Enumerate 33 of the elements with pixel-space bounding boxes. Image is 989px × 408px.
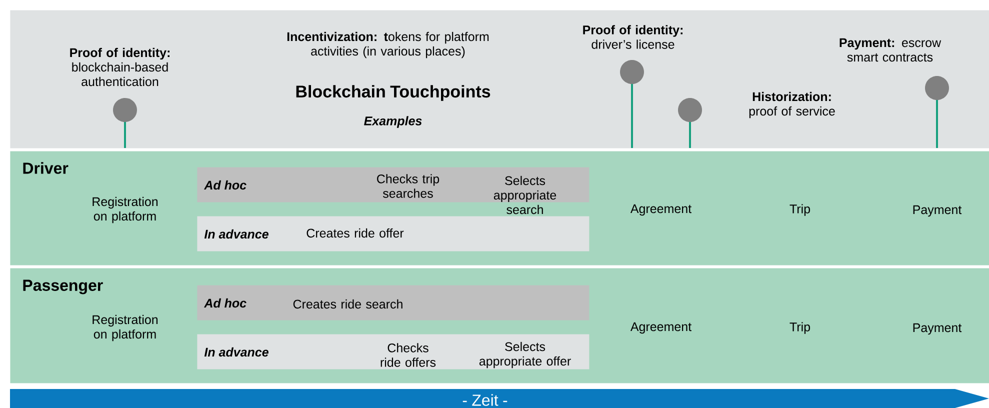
option-bar <box>197 285 590 320</box>
touchpoint-label: Proof of identity: blockchain-based authentication <box>70 48 170 86</box>
step-label: Registration on platform <box>92 314 158 342</box>
step-label: Creates ride offer <box>306 228 404 238</box>
option-bar <box>197 216 590 252</box>
band-title: Blockchain Touchpoints <box>296 85 490 101</box>
step-label: Registration on platform <box>92 196 158 224</box>
lane-title: Passenger <box>23 280 103 294</box>
step-label: Checks trip searches <box>377 174 440 198</box>
option-bar <box>197 167 590 214</box>
touchpoint-label: Historization: proof of service <box>749 92 835 118</box>
option-title: In advance <box>204 229 268 239</box>
step-label: Payment <box>913 205 962 217</box>
option-title: Ad hoc <box>204 298 246 308</box>
timeline-label: - Zeit - <box>462 394 508 406</box>
touchpoint-label: Incentivization: tokens for platform activities (in various places) <box>287 32 489 58</box>
step-label: Checks ride offers <box>380 343 436 367</box>
step-label: Creates ride search <box>293 299 402 309</box>
step-label: Trip <box>790 204 810 216</box>
option-bar <box>197 334 590 370</box>
step-label: Trip <box>790 322 810 334</box>
option-title: Ad hoc <box>204 180 246 190</box>
step-label: Selects appropriate search <box>494 176 556 214</box>
band-subtitle: Examples <box>364 116 422 128</box>
lane-title: Driver <box>23 162 68 174</box>
step-label: Selects appropriate offer <box>479 342 571 368</box>
step-label: Payment <box>913 323 962 335</box>
touchpoint-band <box>10 10 989 148</box>
option-title: In advance <box>204 347 268 357</box>
step-label: Agreement <box>630 322 692 334</box>
touchpoint-label: Proof of identity: driver’s license <box>583 25 682 49</box>
touchpoint-label: Payment: escrow smart contracts <box>840 38 942 62</box>
step-label: Agreement <box>630 204 692 216</box>
